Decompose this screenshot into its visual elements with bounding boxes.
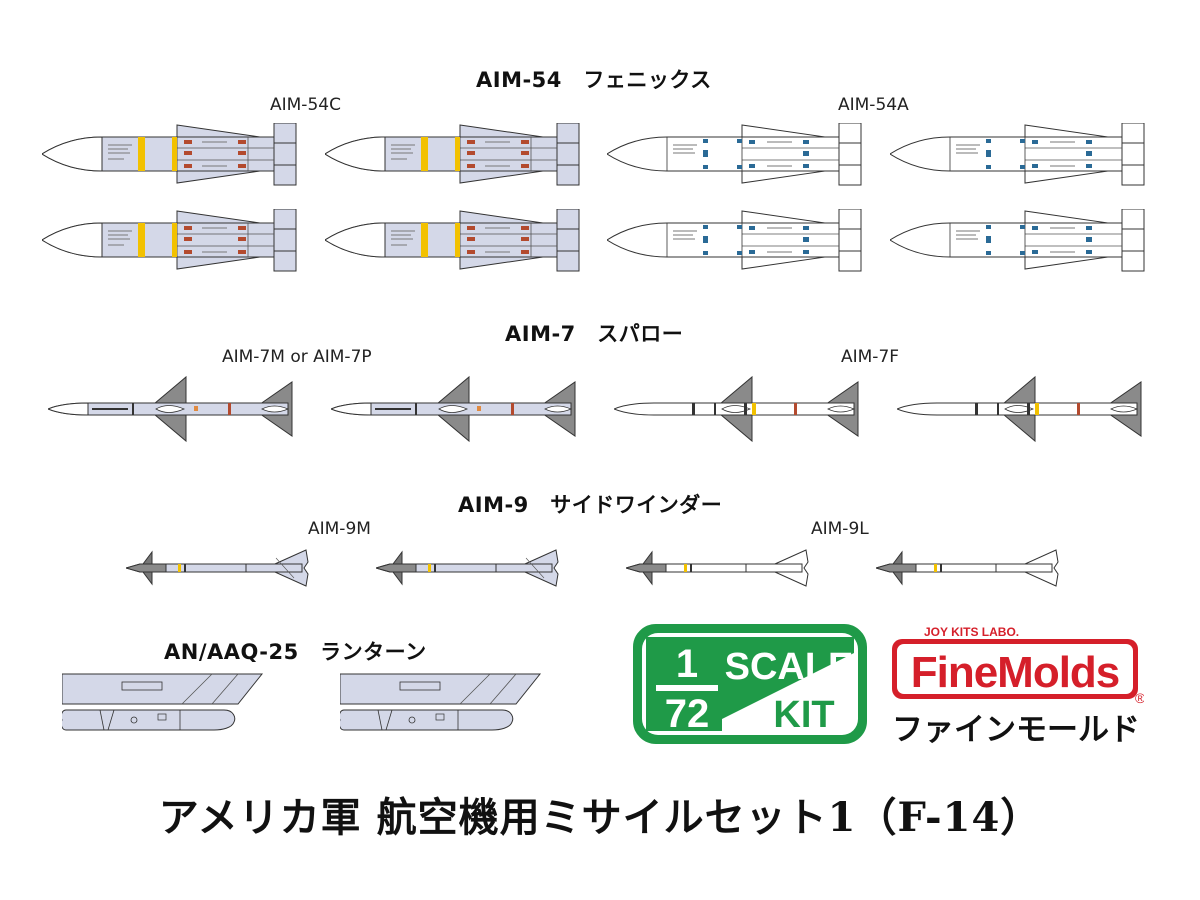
kit-word: KIT [773, 694, 834, 736]
scale-kit-badge: 1 72 SCALE KIT [633, 624, 867, 744]
aim9m-label: AIM-9M [308, 519, 371, 539]
finemolds-logo: JOY KITS LABO. FineMolds ® [892, 625, 1144, 705]
scale-word: SCALE [725, 646, 854, 688]
scale-numerator: 1 [676, 642, 698, 686]
aim9m-missile-2 [376, 548, 562, 590]
aim54c-missile-3 [42, 209, 304, 273]
brand-katakana: ファインモールド [892, 712, 1140, 748]
aim7f-label: AIM-7F [841, 347, 900, 367]
brand-tagline: JOY KITS LABO. [924, 625, 1019, 639]
aim54c-missile-2 [325, 123, 587, 187]
aim54a-missile-1 [607, 123, 862, 186]
aim9l-missile-1 [626, 549, 809, 587]
lantern-pod-1 [62, 673, 263, 731]
aim54a-missile-2 [890, 123, 1145, 186]
aim9l-label: AIM-9L [811, 519, 869, 539]
aim7m-missile-1 [48, 374, 296, 446]
product-title: アメリカ軍 航空機用ミサイルセット1（F-14） [158, 794, 1042, 841]
aim7f-missile-2 [897, 376, 1142, 442]
aim9m-missile-1 [126, 548, 312, 590]
scale-denominator: 72 [665, 692, 710, 736]
aim54-section-title: AIM-54 フェニックス [476, 68, 712, 92]
aim7m-label: AIM-7M or AIM-7P [222, 347, 372, 367]
aim7m-missile-2 [331, 374, 579, 446]
aim7-section-title: AIM-7 スパロー [505, 322, 684, 346]
aim54c-label: AIM-54C [270, 95, 341, 115]
aim9-section-title: AIM-9 サイドワインダー [458, 493, 723, 517]
aim54a-label: AIM-54A [838, 95, 909, 115]
aim54c-missile-1 [42, 123, 304, 187]
fraction-bar [656, 685, 718, 691]
aim54c-missile-4 [325, 209, 587, 273]
aim9l-missile-2 [876, 549, 1059, 587]
aim54a-missile-4 [890, 209, 1145, 272]
aim54a-missile-3 [607, 209, 862, 272]
aim7f-missile-1 [614, 376, 859, 442]
pod-section-title: AN/AAQ-25 ランターン [164, 640, 427, 664]
registered-mark: ® [1135, 690, 1144, 705]
lantern-pod-2 [340, 673, 541, 731]
brand-name: FineMolds [911, 648, 1120, 697]
